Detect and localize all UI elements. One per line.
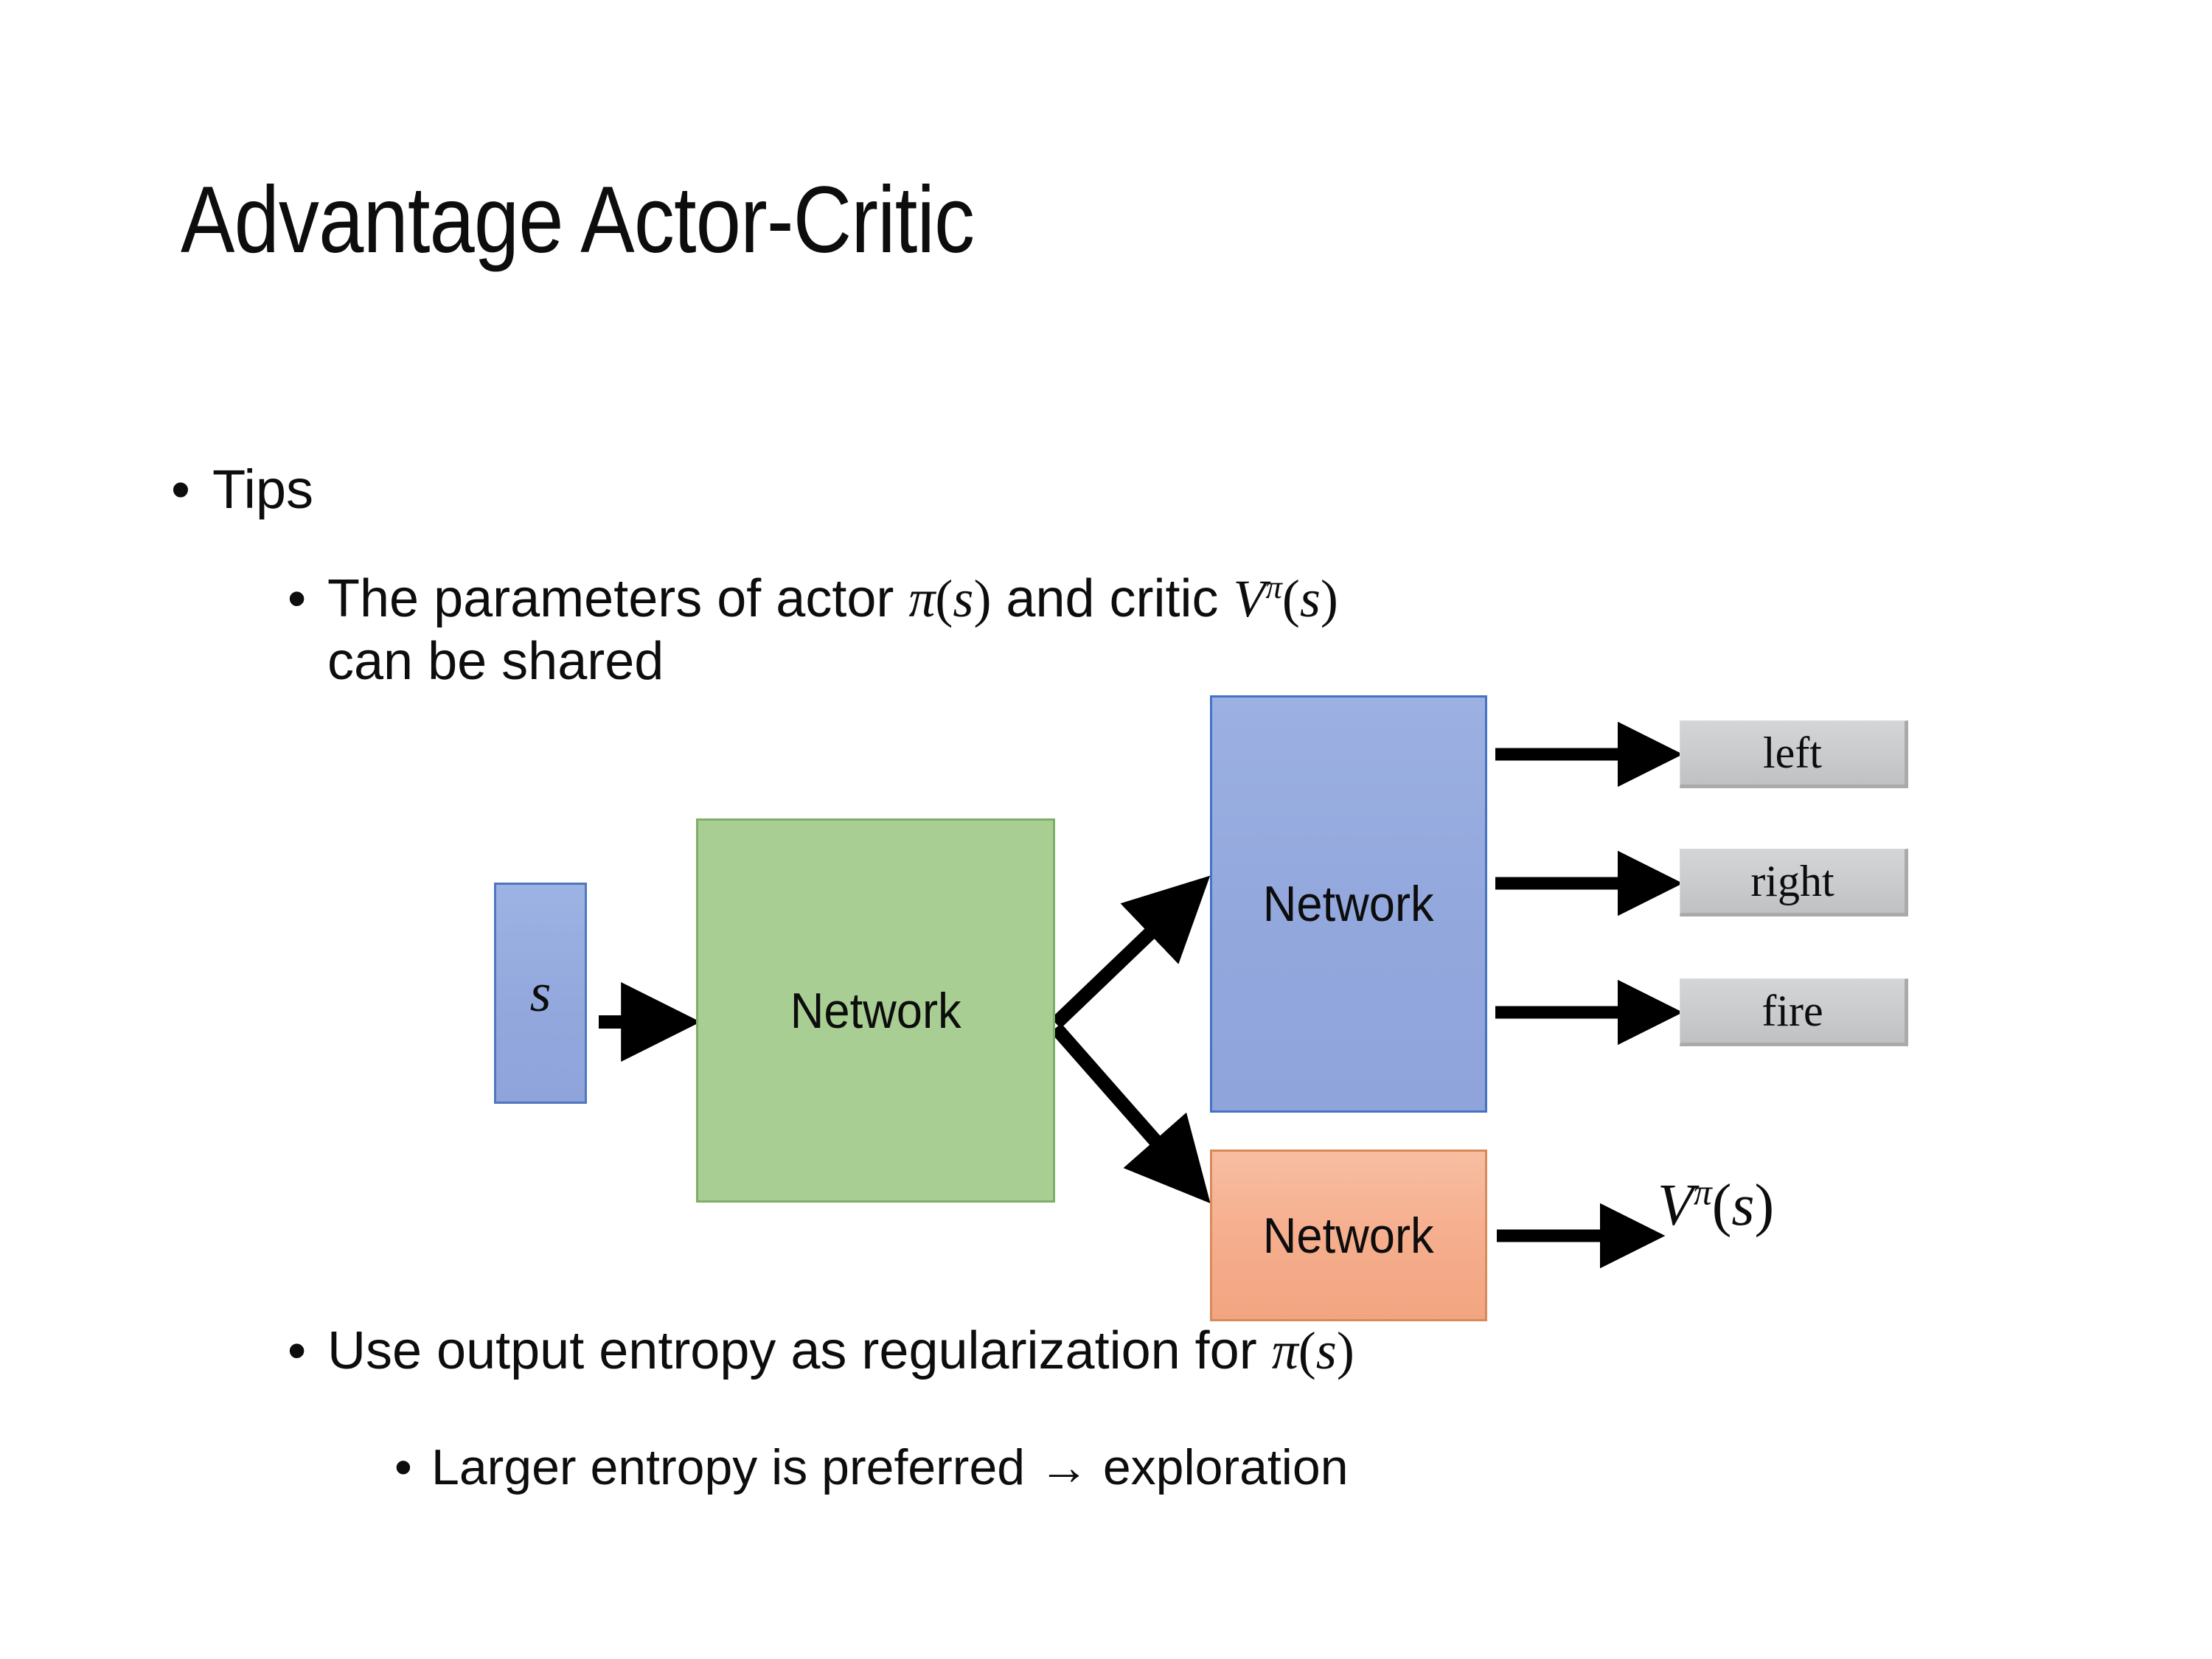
bullet-shared-text-part1: The parameters of actor <box>327 569 909 628</box>
math-value-function: Vπ(s) <box>1658 1172 1775 1238</box>
shared-network-label: Network <box>790 982 961 1039</box>
action-label-right: right <box>1750 856 1834 905</box>
action-label-fire: fire <box>1761 986 1823 1035</box>
bullet-tips: • Tips <box>171 459 313 521</box>
critic-network-label: Network <box>1263 1207 1434 1264</box>
bullet-shared-text: The parameters of actor π(s) and critic … <box>327 568 1338 693</box>
value-superscript: π <box>1693 1172 1712 1213</box>
bullet-shared-text-part2: and critic <box>991 569 1234 628</box>
bullet-exploration-label: Larger entropy is preferred → exploratio… <box>431 1439 1349 1495</box>
arrow-shared-to-critic <box>1050 1023 1211 1203</box>
bullet-entropy-text: Use output entropy as regularization for… <box>327 1320 1354 1382</box>
bullet-shared-parameters: • The parameters of actor π(s) and criti… <box>288 568 2072 693</box>
state-input-box: s <box>494 883 587 1104</box>
actor-network-label: Network <box>1263 876 1434 932</box>
bullet-exploration: • Larger entropy is preferred → explorat… <box>394 1438 1349 1497</box>
math-v-pi-of-s: Vπ(s) <box>1233 568 1338 628</box>
value-argument: ( <box>1711 1173 1732 1238</box>
bullet-entropy-regularization: • Use output entropy as regularization f… <box>288 1320 1354 1382</box>
value-argument-s: s <box>1731 1173 1755 1238</box>
bullet-entropy-label: Use output entropy as regularization for <box>327 1321 1272 1380</box>
action-label-left: left <box>1763 728 1822 777</box>
bullet-tips-label: Tips <box>212 459 314 520</box>
page-title: Advantage Actor-Critic <box>181 167 975 273</box>
math-pi-of-s: π(s) <box>908 569 992 628</box>
math-pi-of-s: π(s) <box>1271 1321 1354 1380</box>
bullet-marker-icon: • <box>394 1439 412 1495</box>
actor-network-box: Network <box>1210 695 1487 1113</box>
action-output-fire: fire <box>1680 978 1908 1046</box>
bullet-marker-icon: • <box>288 569 307 628</box>
shared-network-box: Network <box>696 818 1055 1203</box>
value-function-output: Vπ(s) <box>1658 1171 1774 1239</box>
value-base: V <box>1658 1173 1694 1238</box>
bullet-marker-icon: • <box>171 459 190 520</box>
critic-network-box: Network <box>1210 1150 1487 1321</box>
state-label: s <box>529 962 552 1023</box>
action-output-left: left <box>1680 720 1908 788</box>
bullet-shared-text-line2: can be shared <box>327 631 664 691</box>
action-output-right: right <box>1680 849 1908 917</box>
bullet-marker-icon: • <box>288 1321 307 1380</box>
arrow-shared-to-actor <box>1051 875 1211 1029</box>
